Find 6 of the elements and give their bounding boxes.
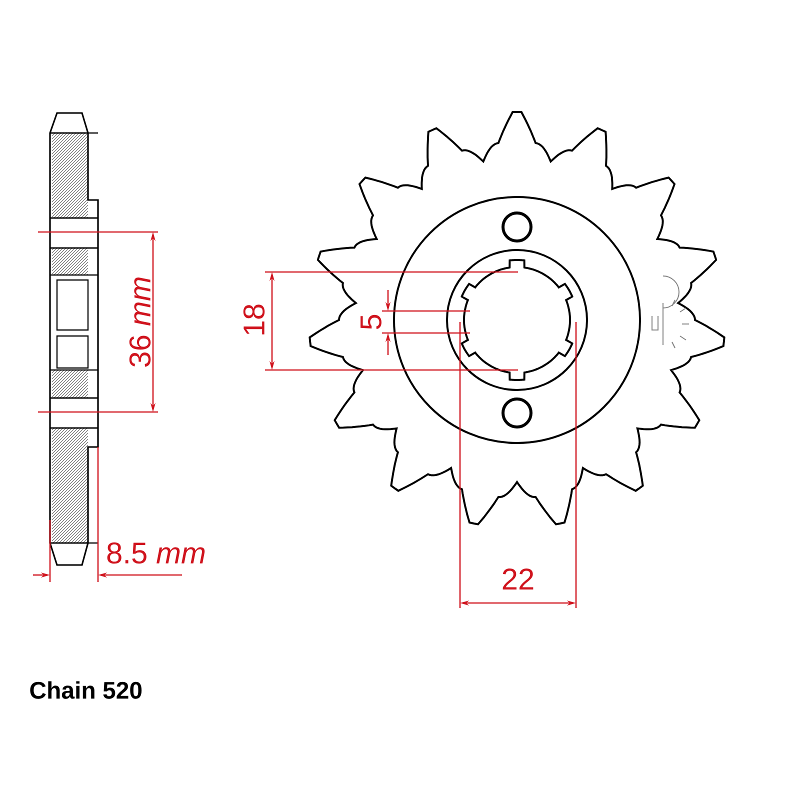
dimension-label: 8.5 mm — [107, 542, 205, 564]
dimension-label: 5 — [360, 314, 382, 330]
dimension-label: 22 — [502, 568, 534, 590]
chain-size-label: Chain 520 — [30, 681, 142, 699]
dimension-label: 18 — [243, 304, 265, 334]
dimension-label: 36 mm — [129, 278, 151, 367]
